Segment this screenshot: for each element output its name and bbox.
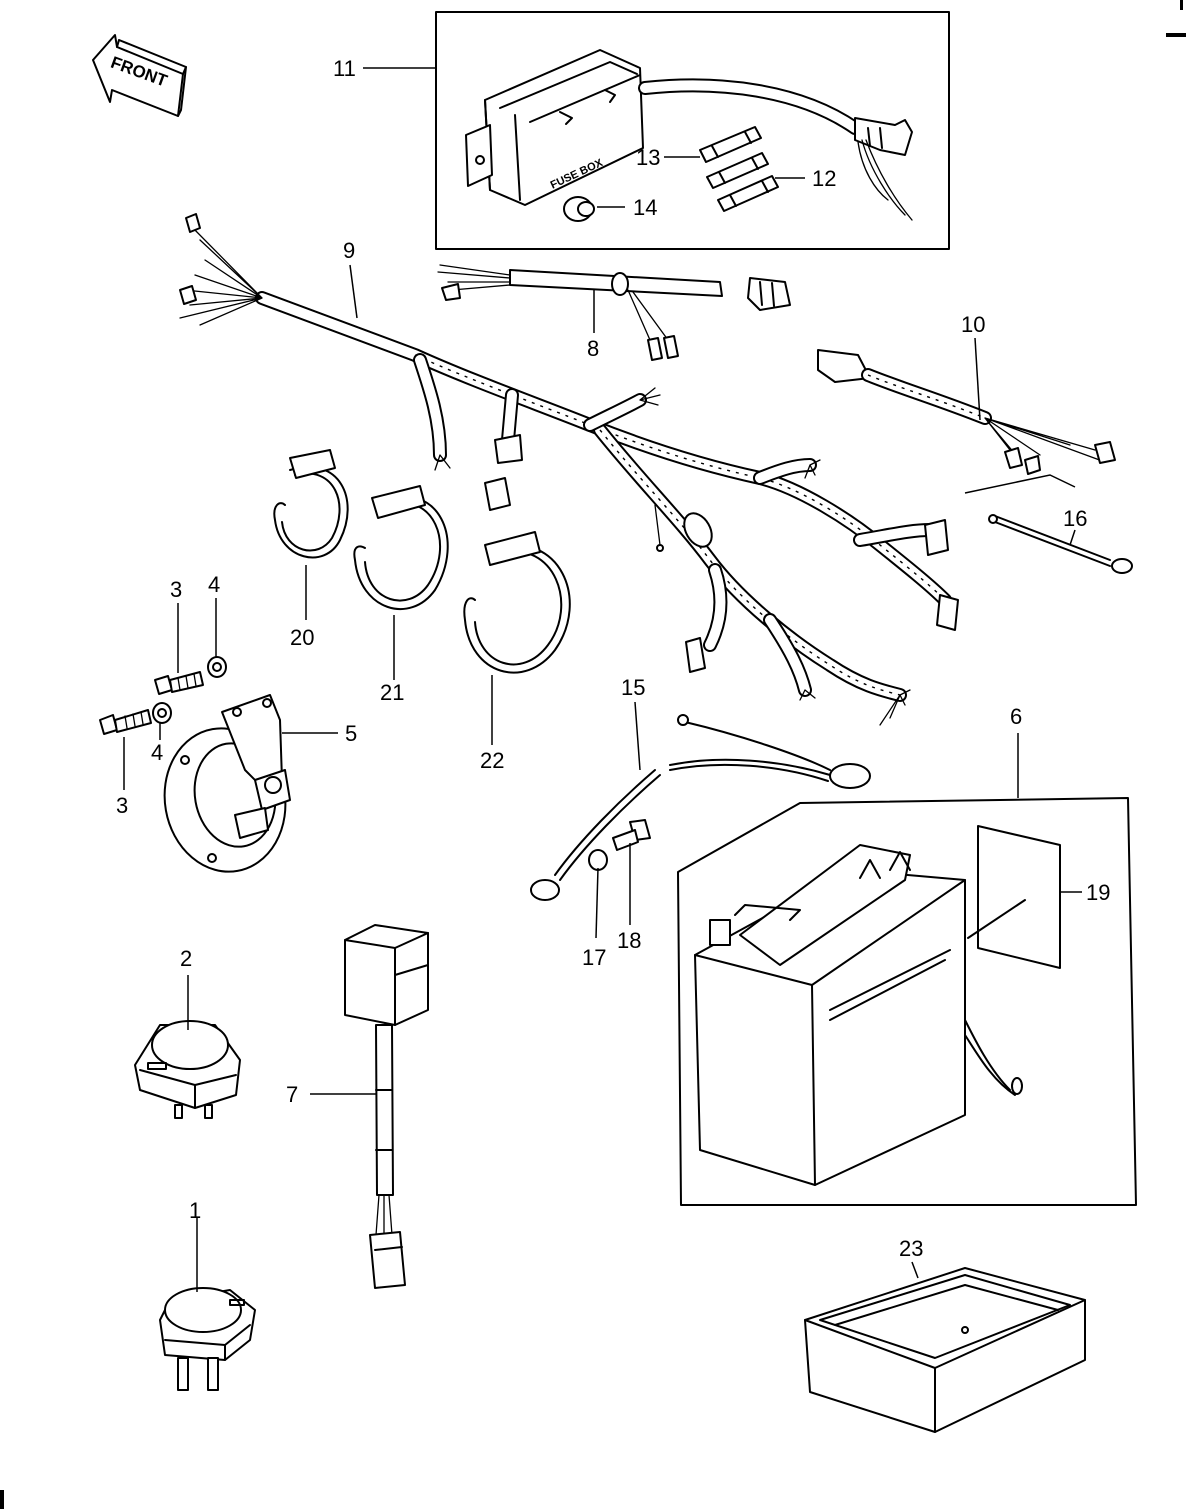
washer-4b-icon (152, 702, 172, 724)
fuse-13-icon (699, 126, 762, 163)
callout-3-top: 3 (170, 577, 182, 602)
callout-labels: 11 13 12 14 9 8 10 16 20 21 22 3 4 5 4 3… (116, 56, 1110, 1261)
battery-group (677, 797, 1137, 1206)
wiring-harness-icon (179, 213, 959, 726)
callout-22: 22 (480, 748, 504, 773)
battery-icon (694, 844, 1023, 1186)
band-21-icon (353, 485, 449, 611)
fuse-cap-14-icon (563, 196, 595, 222)
callout-10: 10 (961, 312, 985, 337)
callout-16: 16 (1063, 506, 1087, 531)
ground-lead-16-icon (988, 514, 1133, 574)
sub-harness-8-icon (437, 264, 791, 361)
bolt-3a-icon (154, 671, 204, 695)
washer-4a-icon (207, 656, 227, 678)
fuse-12a-icon (706, 152, 769, 189)
battery-label-19-icon (967, 825, 1061, 969)
callout-21: 21 (380, 680, 404, 705)
callout-11: 11 (333, 56, 356, 81)
fuse-box-icon: FUSE BOX (465, 49, 644, 206)
callout-13: 13 (636, 145, 660, 170)
fuse-box-connector (854, 117, 913, 221)
battery-tray-23-icon (804, 1267, 1086, 1433)
flasher-2-icon (134, 1020, 241, 1119)
band-22-icon (463, 531, 571, 674)
callout-3-bottom: 3 (116, 793, 128, 818)
callout-4-top: 4 (208, 572, 220, 597)
callout-4-bottom: 4 (151, 740, 163, 765)
bolt-3b-icon (99, 709, 152, 735)
battery-lead-15-icon (530, 714, 871, 901)
callout-6: 6 (1010, 704, 1022, 729)
callout-18: 18 (617, 928, 641, 953)
sub-harness-10-icon (817, 349, 1116, 494)
callout-17: 17 (582, 945, 606, 970)
washer-17-icon (588, 849, 608, 871)
horn-icon (163, 694, 291, 873)
switch-1-icon (159, 1287, 256, 1391)
leader-lines (123, 67, 1082, 1292)
callout-15: 15 (621, 675, 645, 700)
bolt-18-icon (612, 819, 651, 851)
relay-icon (344, 924, 429, 1289)
callout-8: 8 (587, 336, 599, 361)
front-arrow-icon: FRONT (92, 34, 187, 117)
callout-9: 9 (343, 238, 355, 263)
fuse-12b-icon (717, 175, 779, 212)
callout-19: 19 (1086, 880, 1110, 905)
callout-12: 12 (812, 166, 836, 191)
callout-5: 5 (345, 721, 357, 746)
callout-14: 14 (633, 195, 657, 220)
callout-7: 7 (286, 1082, 298, 1107)
callout-1: 1 (189, 1198, 201, 1223)
callout-2: 2 (180, 946, 192, 971)
band-20-icon (273, 449, 349, 559)
callout-20: 20 (290, 625, 314, 650)
callout-23: 23 (899, 1236, 923, 1261)
fuse-box-group: FUSE BOX (435, 11, 950, 250)
